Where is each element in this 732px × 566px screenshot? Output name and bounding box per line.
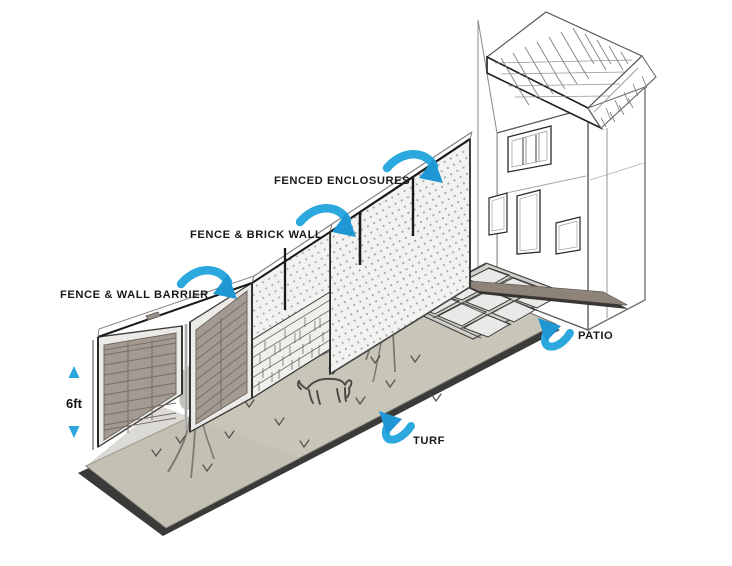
dimension-6ft: 6ft: [66, 366, 83, 438]
dimension-label: 6ft: [66, 396, 83, 411]
brick-wall-panel: [251, 223, 333, 400]
ground-plane: [78, 262, 628, 536]
house-lower-window-right: [555, 216, 581, 255]
callout-arrow-fenced-enclosures: [382, 150, 443, 183]
callout-label-turf: TURF: [413, 435, 445, 447]
callout-label-patio: PATIO: [578, 330, 613, 342]
callout-arrow-fence-wall-barrier: [176, 266, 237, 299]
mesh-fence-panels: [329, 131, 473, 376]
callout-label-fence-brick-wall: FENCE & BRICK WALL: [190, 229, 322, 241]
house-building: [477, 11, 657, 332]
callout-arrow-turf: [379, 411, 415, 444]
house-door: [516, 189, 541, 255]
callout-arrow-fence-brick-wall: [295, 204, 356, 237]
house-lower-window-left: [488, 192, 508, 236]
callout-label-fence-wall-barrier: FENCE & WALL BARRIER: [60, 289, 209, 301]
house-upper-window: [507, 125, 552, 173]
dog-figure: [297, 377, 353, 405]
slat-wall-panel: [92, 275, 255, 450]
callout-arrow-patio: [538, 318, 574, 351]
callout-label-fenced-enclosures: FENCED ENCLOSURES: [274, 175, 410, 187]
